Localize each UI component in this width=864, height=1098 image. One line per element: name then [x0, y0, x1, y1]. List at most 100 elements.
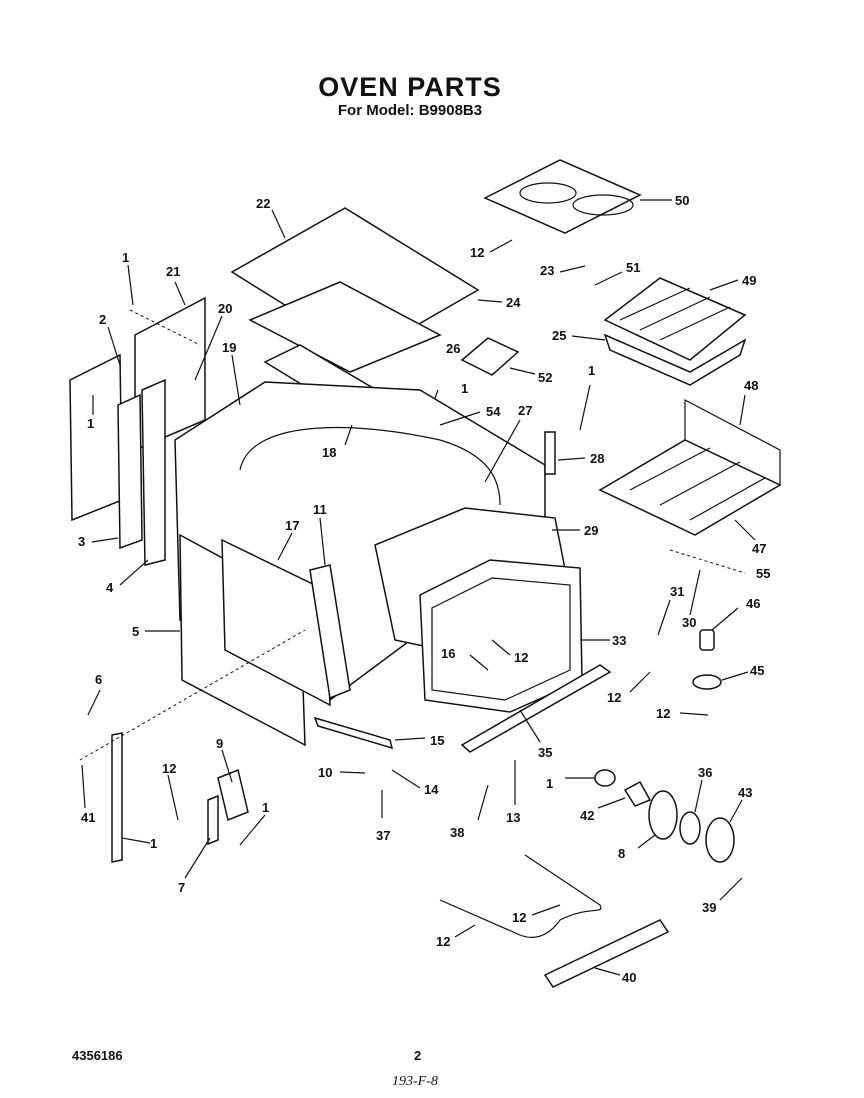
callout-21: 21 — [166, 264, 180, 279]
part-15-rail — [313, 716, 394, 750]
callout-23: 23 — [540, 263, 554, 278]
leader-49 — [709, 279, 739, 291]
leader-28 — [557, 457, 586, 461]
callout-1: 41 — [81, 810, 95, 825]
callout-40: 12 — [436, 934, 450, 949]
leader-12c — [679, 712, 709, 716]
callout-48: 48 — [744, 378, 758, 393]
leader-22 — [271, 209, 286, 239]
callout-labels: 1 21 2 20 19 1 3 4 22 24 18 26 1 52 54 2… — [78, 193, 770, 985]
callout-3: 3 — [78, 534, 85, 549]
callout-6: 6 — [95, 672, 102, 687]
part-9-bracket — [217, 768, 249, 822]
leader-18 — [344, 424, 353, 446]
part-39-ring — [648, 790, 678, 840]
part-35-bottom-rail — [460, 664, 612, 753]
handwritten-note: 193-F-8 — [392, 1074, 438, 1089]
part-50-broil-rack — [483, 159, 642, 234]
leader-52 — [509, 367, 536, 375]
callout-15: 15 — [430, 733, 444, 748]
callout-37: 13 — [506, 810, 520, 825]
rack-element-loop-2 — [572, 194, 634, 216]
part-48-oven-rack — [598, 439, 782, 536]
assembly-line-b — [129, 309, 201, 346]
leader-15 — [394, 737, 426, 741]
callout-12: 12 — [656, 706, 670, 721]
callout-12: 12 — [470, 245, 484, 260]
part-8-bracket — [207, 794, 219, 846]
leader-40 — [454, 924, 476, 938]
leader-12g — [719, 877, 743, 901]
part-11-strip — [309, 564, 351, 700]
callout-7: 1 — [150, 836, 157, 851]
callout-36: 1 — [546, 776, 553, 791]
callout-19: 19 — [222, 340, 236, 355]
callout-26: 26 — [446, 341, 460, 356]
callout-1: 1 — [461, 381, 468, 396]
leader-9 — [221, 749, 233, 783]
callout-12: 39 — [702, 900, 716, 915]
part-7-rod — [111, 732, 123, 863]
leader-10 — [339, 771, 366, 774]
callout-55: 55 — [756, 566, 770, 581]
callout-30: 30 — [682, 615, 696, 630]
leader-48 — [739, 394, 746, 426]
callout-2: 2 — [99, 312, 106, 327]
leader-7 — [121, 837, 151, 844]
model-subtitle: For Model: B9908B3 — [337, 102, 483, 119]
leader-12d — [629, 671, 651, 693]
leader-43 — [694, 779, 703, 813]
part-43-gasket — [679, 811, 701, 845]
leader-12f — [531, 904, 561, 916]
part-drawings — [69, 159, 782, 988]
callout-12: 12 — [514, 650, 528, 665]
callout-13: 38 — [450, 825, 464, 840]
part-52-plate — [460, 337, 520, 376]
leader-21 — [174, 281, 186, 306]
leader-1c — [434, 389, 439, 399]
rack-wire-a — [629, 447, 711, 491]
page-number: 2 — [414, 1048, 422, 1063]
leader-12a — [489, 239, 513, 253]
callout-9: 9 — [216, 736, 223, 751]
leader-35 — [519, 709, 541, 743]
callout-8: 7 — [178, 880, 185, 895]
callout-12: 12 — [607, 690, 621, 705]
grid-line-c — [659, 306, 731, 341]
leader-12e — [239, 814, 266, 846]
leader-31 — [657, 599, 671, 636]
leader-lines — [79, 199, 756, 976]
leader-54 — [439, 411, 481, 426]
rack-side-rail — [684, 399, 781, 485]
leader-47 — [734, 519, 756, 541]
leader-3 — [91, 537, 119, 543]
page-title: OVEN PARTS — [318, 72, 502, 102]
callout-12: 12 — [512, 910, 526, 925]
callout-12: 1 — [262, 800, 269, 815]
document-number: 4356186 — [72, 1048, 123, 1063]
callout-1: 12 — [162, 761, 176, 776]
callout-39: 8 — [618, 846, 625, 861]
callout-31: 31 — [670, 584, 684, 599]
callout-17: 17 — [285, 518, 299, 533]
leader-1a — [127, 264, 134, 306]
leader-27 — [484, 419, 521, 483]
part-2-wiring-label — [69, 353, 123, 522]
part-46-socket — [699, 629, 715, 651]
callout-10: 10 — [318, 765, 332, 780]
rack-wire-c — [689, 477, 766, 521]
callout-42: 43 — [738, 785, 752, 800]
leader-14 — [391, 769, 421, 789]
leader-41 — [594, 967, 621, 976]
leader-51 — [594, 271, 623, 286]
callout-1: 1 — [122, 250, 129, 265]
callout-27: 27 — [518, 403, 532, 418]
leader-39 — [637, 834, 656, 849]
callout-24: 24 — [506, 295, 521, 310]
leader-1f — [167, 774, 179, 821]
leader-20 — [194, 315, 223, 381]
leader-4 — [119, 559, 149, 586]
callout-50: 50 — [675, 193, 689, 208]
leader-19 — [231, 354, 241, 406]
